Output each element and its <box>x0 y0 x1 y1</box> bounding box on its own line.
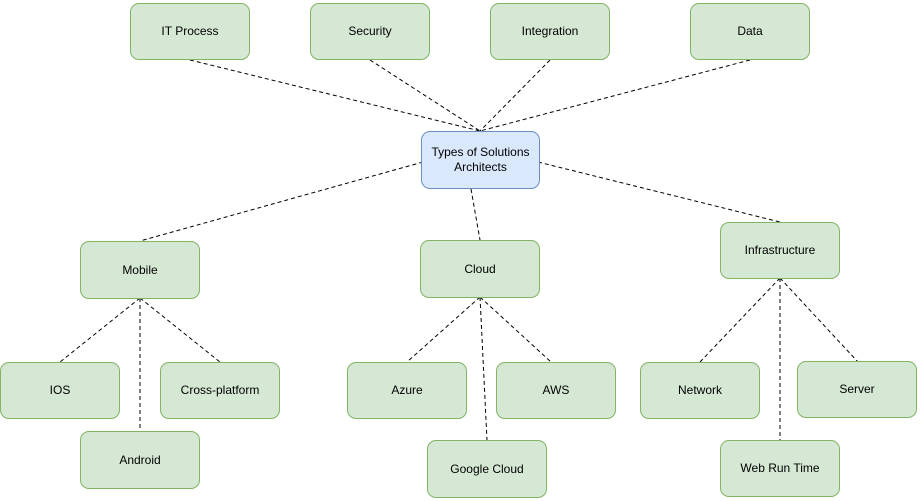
node-label: Google Cloud <box>450 461 524 476</box>
node-label: Azure <box>391 383 423 397</box>
node-label: IOS <box>49 383 71 397</box>
node-label: Network <box>677 383 722 397</box>
edge-it-process-root <box>189 59 481 132</box>
node-label: Data <box>737 24 763 38</box>
node-infrastructure[interactable]: Infrastructure <box>720 222 840 279</box>
node-types-of-solutions-architects[interactable]: Types of Solutions Architects <box>421 131 540 189</box>
node-google-cloud[interactable]: Google Cloud <box>427 440 547 498</box>
node-label: Cross-platform <box>180 383 260 397</box>
edge-cloud-google-cloud <box>479 296 488 441</box>
node-cloud[interactable]: Cloud <box>420 240 540 298</box>
edge-root-mobile <box>139 161 424 242</box>
edge-mobile-cross-platform <box>139 297 221 363</box>
edge-cloud-azure <box>406 296 481 363</box>
node-label: Android <box>119 452 161 467</box>
node-label: Mobile <box>122 262 158 277</box>
edge-root-cloud <box>470 188 481 241</box>
edge-infrastructure-network <box>699 277 781 363</box>
node-label: Integration <box>521 24 579 38</box>
node-label: Server <box>839 382 875 396</box>
node-aws[interactable]: AWS <box>496 362 616 419</box>
node-integration[interactable]: Integration <box>490 3 610 60</box>
node-label: Cloud <box>464 261 496 276</box>
node-label: Web Run Time <box>740 461 820 475</box>
node-data[interactable]: Data <box>690 3 810 60</box>
node-cross-platform[interactable]: Cross-platform <box>160 362 280 419</box>
node-web-run-time[interactable]: Web Run Time <box>720 440 840 497</box>
node-network[interactable]: Network <box>640 362 760 419</box>
node-ios[interactable]: IOS <box>0 362 120 419</box>
edge-infrastructure-server <box>779 277 859 363</box>
node-security[interactable]: Security <box>310 3 430 60</box>
node-label: Types of Solutions Architects <box>431 145 530 174</box>
edge-root-infrastructure <box>537 161 781 223</box>
edge-security-root <box>369 59 481 132</box>
node-label: IT Process <box>161 24 219 38</box>
node-label: Infrastructure <box>744 243 816 257</box>
node-android[interactable]: Android <box>80 431 200 489</box>
edge-integration-root <box>479 59 551 132</box>
node-azure[interactable]: Azure <box>347 362 467 419</box>
edge-cloud-aws <box>479 296 552 363</box>
node-server[interactable]: Server <box>797 361 917 418</box>
node-it-process[interactable]: IT Process <box>130 3 250 60</box>
edge-mobile-ios <box>59 297 141 363</box>
node-label: Security <box>348 24 392 38</box>
edge-data-root <box>479 59 751 132</box>
node-mobile[interactable]: Mobile <box>80 241 200 299</box>
node-label: AWS <box>542 383 570 397</box>
